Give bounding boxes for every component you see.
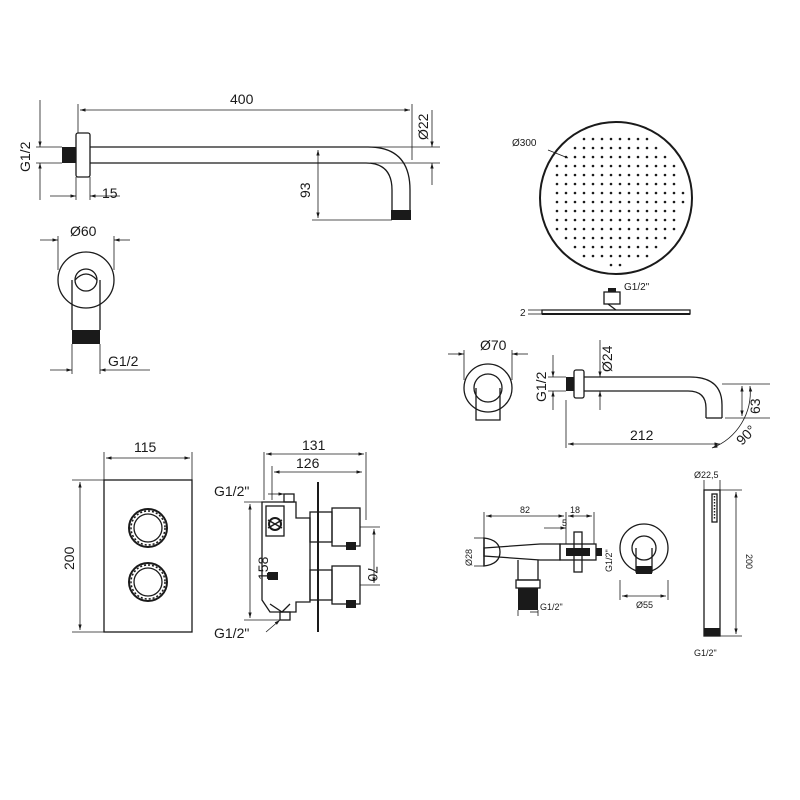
valve-body-height-label: 158	[255, 556, 271, 580]
outlet-side-thread-label: G1/2"	[604, 549, 614, 572]
head-thickness-label: 2	[520, 308, 526, 319]
spout-pipe-top	[584, 376, 723, 418]
spout-length-label: 212	[630, 427, 654, 443]
outlet-bottom-thread-label: G1/2"	[540, 602, 563, 612]
arm-drop-label: 93	[297, 182, 313, 198]
arm-flange-circle	[57, 251, 115, 309]
cover-plate-view: 115 200	[61, 439, 193, 633]
spout-thread-label: G1/2	[533, 371, 549, 402]
cover-plate-outline	[103, 479, 193, 633]
valve-spacing-label: 70	[365, 566, 381, 582]
outlet-body	[483, 543, 561, 561]
arm-pipe-top	[90, 146, 411, 210]
knob-bottom	[128, 562, 168, 602]
valve-body-view: 131 126 G1/2" G1/2" 158 70	[214, 437, 381, 641]
arm-diameter-label: Ø22	[415, 113, 431, 140]
outlet-tip-label: 5	[562, 518, 567, 528]
head-thread-label: G1/2"	[624, 282, 650, 293]
outlet-rosette-view: Ø55	[619, 523, 669, 610]
arm-outlet-thread	[391, 210, 411, 220]
spout-flange-circle	[463, 363, 513, 413]
hand-shower-thread	[704, 628, 720, 636]
arm-flange-thread	[72, 330, 100, 344]
arm-flange-thread-label: G1/2	[108, 353, 139, 369]
spout-flange-diameter-label: Ø70	[480, 337, 507, 353]
rosette-diameter-label: Ø55	[636, 600, 653, 610]
arm-thread-label: G1/2	[17, 141, 33, 172]
shower-head-view: Ø300 G1/2" 2	[512, 121, 693, 319]
spout-angle-label: 90°	[733, 422, 759, 448]
valve-thread-bottom-label: G1/2"	[214, 625, 249, 641]
shower-arm-view: 400 G1/2 15 Ø22 93	[17, 91, 440, 221]
outlet-length-label: 82	[520, 505, 530, 515]
spout-view: G1/2 Ø24 63 212 90°	[533, 340, 770, 449]
head-diameter-label: Ø300	[512, 138, 537, 149]
arm-pipe-bottom	[90, 162, 393, 210]
spout-pipe-bottom	[584, 390, 707, 418]
shower-head-nozzles	[555, 137, 685, 267]
outlet-diameter-label: Ø28	[464, 549, 474, 566]
plate-width-label: 115	[134, 439, 157, 455]
plate-height-label: 200	[61, 546, 77, 570]
arm-wall-flange	[75, 132, 91, 178]
hand-shower-diameter-label: Ø22,5	[694, 470, 719, 480]
spout-diameter-label: Ø24	[599, 345, 615, 372]
spout-flange-view: Ø70	[448, 337, 528, 421]
valve-thread-top-label: G1/2"	[214, 483, 249, 499]
arm-flange-view: Ø60 G1/2	[40, 223, 150, 374]
rosette-circle	[619, 523, 669, 573]
arm-flange-label: 15	[102, 185, 118, 201]
hand-shower-view: Ø22,5 200 G1/2"	[694, 470, 754, 658]
knob-top	[128, 508, 168, 548]
outlet-bottom-thread	[518, 588, 538, 610]
valve-housing	[261, 501, 311, 613]
wall-outlet-view: 82 18 5 Ø28 G1/2" G1/2"	[464, 505, 614, 616]
arm-length-label: 400	[230, 91, 254, 107]
arm-thread-nipple	[62, 147, 76, 163]
hand-shower-thread-label: G1/2"	[694, 648, 717, 658]
outlet-flange-label: 18	[570, 505, 580, 515]
valve-depth-inner-label: 126	[296, 455, 320, 471]
hand-shower-length-label: 200	[744, 554, 754, 569]
arm-flange-diameter-label: Ø60	[70, 223, 97, 239]
valve-depth-outer-label: 131	[302, 437, 326, 453]
shower-head-circle	[539, 121, 693, 275]
